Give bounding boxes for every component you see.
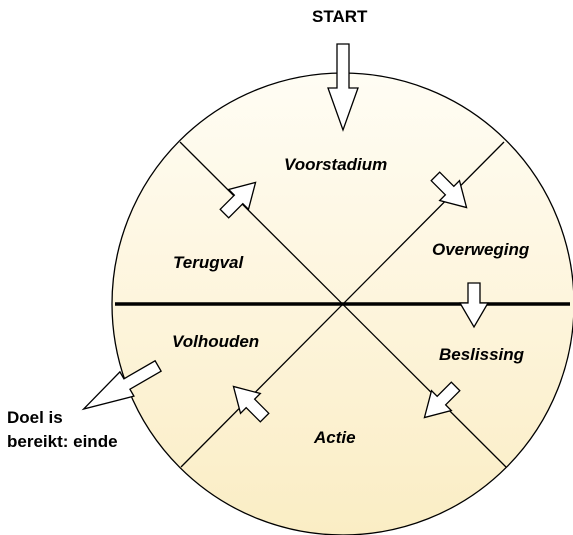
end-label-line-1: Doel is [7,408,63,427]
start-arrow [327,43,359,132]
arrow-voorstadium-to-overweging [430,171,468,209]
phase-label-terugval: Terugval [173,253,244,272]
arrow-terugval-to-voorstadium [219,181,257,219]
end-label-line-2: bereikt: einde [7,432,118,451]
phase-label-actie: Actie [314,428,356,447]
end-label: Doel is bereikt: einde [7,406,118,454]
start-label: START [312,7,368,26]
phase-label-volhouden: Volhouden [172,332,260,351]
phase-label-voorstadium: Voorstadium [284,155,388,174]
phase-label-beslissing: Beslissing [439,345,525,364]
exit-arrow [81,359,162,411]
arrow-beslissing-to-actie [423,381,461,419]
phase-label-overweging: Overweging [432,240,530,259]
arrow-overweging-to-beslissing [458,282,490,329]
arrow-actie-to-volhouden [232,385,270,423]
